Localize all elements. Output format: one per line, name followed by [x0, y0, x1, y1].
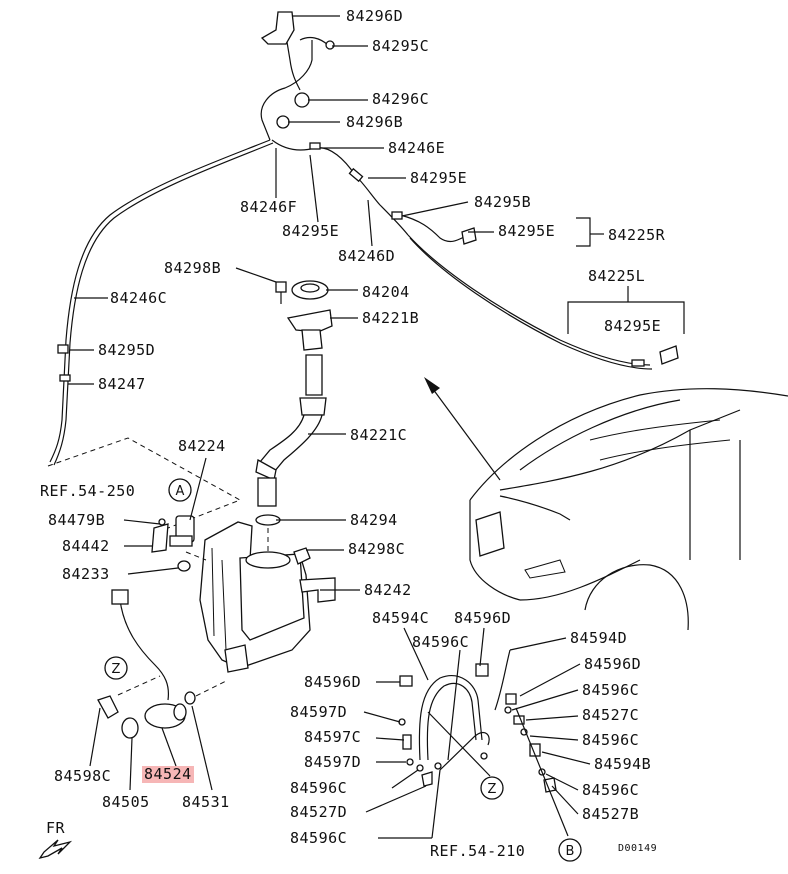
label-84597D-a[interactable]: 84597D	[290, 703, 348, 721]
label-84596C-l2[interactable]: 84596C	[290, 829, 348, 847]
callout-b-text: B	[566, 844, 575, 859]
label-84298B[interactable]: 84298B	[164, 259, 222, 277]
label-84246F[interactable]: 84246F	[240, 198, 298, 216]
rear-hose-kit	[398, 649, 557, 793]
label-84246C[interactable]: 84246C	[110, 289, 168, 307]
filler-neck	[255, 280, 333, 507]
label-84296C[interactable]: 84296C	[372, 90, 430, 108]
label-84294[interactable]: 84294	[350, 511, 398, 529]
label-84505[interactable]: 84505	[102, 793, 150, 811]
leader-lines	[68, 15, 685, 839]
car-outline	[424, 377, 788, 631]
label-84233[interactable]: 84233	[62, 565, 110, 583]
label-84296D[interactable]: 84296D	[346, 7, 404, 25]
callout-z-right: Z	[480, 776, 504, 800]
front-arrow-icon	[38, 839, 73, 860]
label-84242[interactable]: 84242	[364, 581, 412, 599]
label-84596D-left[interactable]: 84596D	[304, 673, 362, 691]
label-84527D[interactable]: 84527D	[290, 803, 348, 821]
label-84246D[interactable]: 84246D	[338, 247, 396, 265]
diagram-code: D00149	[618, 843, 658, 854]
callout-z-right-text: Z	[488, 782, 497, 797]
label-84527C[interactable]: 84527C	[582, 706, 640, 724]
ref-54-210[interactable]: REF.54-210	[430, 842, 526, 860]
callout-a-text: A	[176, 484, 185, 499]
label-84596C-r3[interactable]: 84596C	[582, 781, 640, 799]
label-84295E-d[interactable]: 84295E	[604, 317, 662, 335]
label-84246E[interactable]: 84246E	[388, 139, 446, 157]
label-84531[interactable]: 84531	[182, 793, 230, 811]
callout-z-left: Z	[104, 656, 128, 680]
label-84596C-r2[interactable]: 84596C	[582, 731, 640, 749]
callout-a: A	[168, 478, 192, 502]
label-84295E-c[interactable]: 84295E	[282, 222, 340, 240]
label-84204[interactable]: 84204	[362, 283, 410, 301]
hose-lines	[49, 11, 679, 466]
label-84247[interactable]: 84247	[98, 375, 146, 393]
callout-z-left-text: Z	[112, 662, 121, 677]
label-84225L[interactable]: 84225L	[588, 267, 646, 285]
label-84221B[interactable]: 84221B	[362, 309, 420, 327]
label-84594C[interactable]: 84594C	[372, 609, 430, 627]
label-84594B[interactable]: 84594B	[594, 755, 652, 773]
label-84221C[interactable]: 84221C	[350, 426, 408, 444]
pump-area	[47, 437, 242, 739]
label-84598C[interactable]: 84598C	[54, 767, 112, 785]
label-84295E-a[interactable]: 84295E	[410, 169, 468, 187]
label-84524[interactable]: 84524	[142, 765, 194, 783]
label-84597C[interactable]: 84597C	[304, 728, 362, 746]
label-84527B[interactable]: 84527B	[582, 805, 640, 823]
label-84594D[interactable]: 84594D	[570, 629, 628, 647]
label-84296B[interactable]: 84296B	[346, 113, 404, 131]
label-84298C[interactable]: 84298C	[348, 540, 406, 558]
label-84295C-top[interactable]: 84295C	[372, 37, 430, 55]
label-84597D-b[interactable]: 84597D	[304, 753, 362, 771]
ref-54-250[interactable]: REF.54-250	[40, 482, 136, 500]
label-84596D-top[interactable]: 84596D	[454, 609, 512, 627]
label-fr: FR	[46, 819, 66, 837]
washer-tank	[185, 514, 336, 701]
label-84442[interactable]: 84442	[62, 537, 110, 555]
label-84295D[interactable]: 84295D	[98, 341, 156, 359]
label-84479B[interactable]: 84479B	[48, 511, 106, 529]
callout-b: B	[558, 838, 582, 862]
label-84295E-b[interactable]: 84295E	[498, 222, 556, 240]
label-84596C-top[interactable]: 84596C	[412, 633, 470, 651]
label-84596C-l1[interactable]: 84596C	[290, 779, 348, 797]
label-84295B[interactable]: 84295B	[474, 193, 532, 211]
label-84225R[interactable]: 84225R	[608, 226, 666, 244]
label-84224[interactable]: 84224	[178, 437, 226, 455]
label-84596C-r1[interactable]: 84596C	[582, 681, 640, 699]
label-84596D-right[interactable]: 84596D	[584, 655, 642, 673]
